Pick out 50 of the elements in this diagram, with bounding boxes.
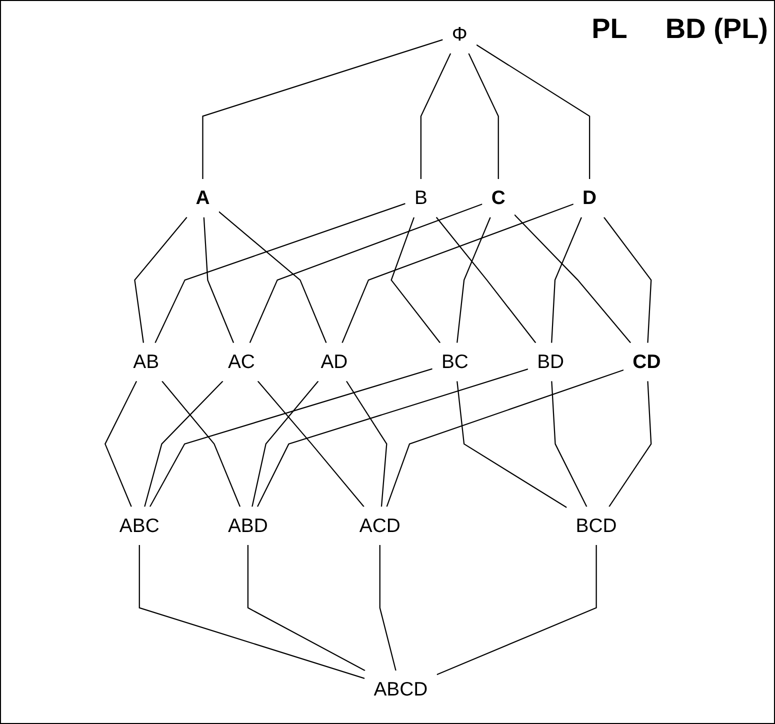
node-text: AC (228, 350, 255, 373)
node-text: ABC (119, 514, 160, 536)
node-text: Φ (452, 23, 468, 45)
connector (162, 380, 241, 507)
connector (608, 381, 652, 508)
connector (202, 39, 443, 179)
connector (514, 214, 632, 344)
node-text: BD (537, 350, 564, 373)
connector (436, 216, 536, 344)
connector (252, 380, 319, 507)
connector (138, 545, 365, 679)
node-text: AB (133, 350, 160, 373)
node-text: A (196, 187, 210, 209)
node-text: B (414, 187, 428, 209)
connector (144, 380, 224, 507)
connector (247, 545, 366, 672)
connector (551, 217, 582, 343)
connector (134, 216, 188, 343)
connector (379, 545, 396, 671)
node-text: C (491, 187, 506, 209)
connector (249, 204, 482, 344)
connector (456, 217, 491, 343)
node-text: BCD (576, 514, 617, 536)
connector (203, 217, 234, 344)
node-text: ABD (228, 514, 268, 536)
connector (551, 381, 588, 507)
connector (456, 381, 567, 508)
connector (436, 545, 597, 676)
node-text: D (582, 187, 597, 209)
diagram-label: PL (592, 13, 628, 45)
node-text: CD (632, 350, 661, 373)
connector (476, 44, 590, 179)
connector (603, 216, 652, 343)
connector (386, 369, 624, 507)
connector (149, 368, 433, 508)
diagram-label: BD (PL) (665, 13, 768, 45)
node-text: BC (441, 350, 468, 373)
connector (342, 204, 574, 344)
node-text: ABCD (374, 678, 428, 700)
connector (420, 53, 452, 179)
connector (468, 53, 499, 179)
connector (104, 380, 138, 507)
connector (346, 380, 388, 507)
node-text: ACD (359, 514, 400, 536)
connector (390, 217, 441, 344)
connector (154, 203, 406, 344)
connector (256, 368, 528, 507)
connector (218, 211, 327, 344)
connector (257, 380, 364, 508)
node-text: AD (320, 350, 348, 373)
